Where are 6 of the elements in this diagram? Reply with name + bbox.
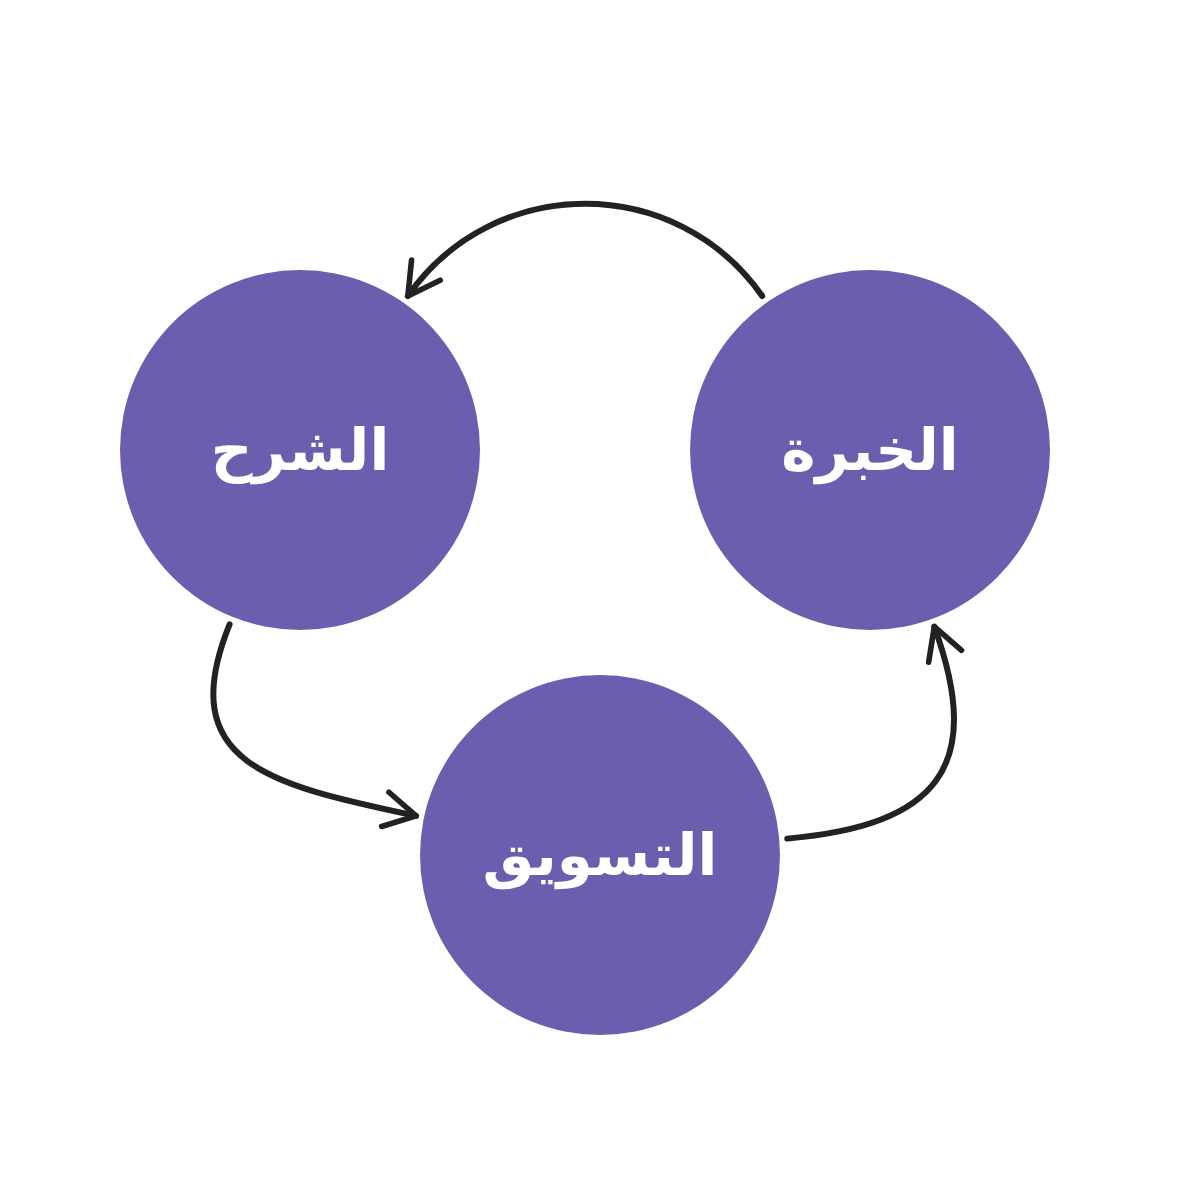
node-label: التسويق [482, 821, 718, 889]
node-label: الخبرة [781, 416, 959, 484]
node-label: الشرح [210, 416, 390, 484]
curved-arrow [210, 621, 420, 830]
curved-arrow [784, 623, 964, 842]
curved-arrow [404, 200, 766, 299]
